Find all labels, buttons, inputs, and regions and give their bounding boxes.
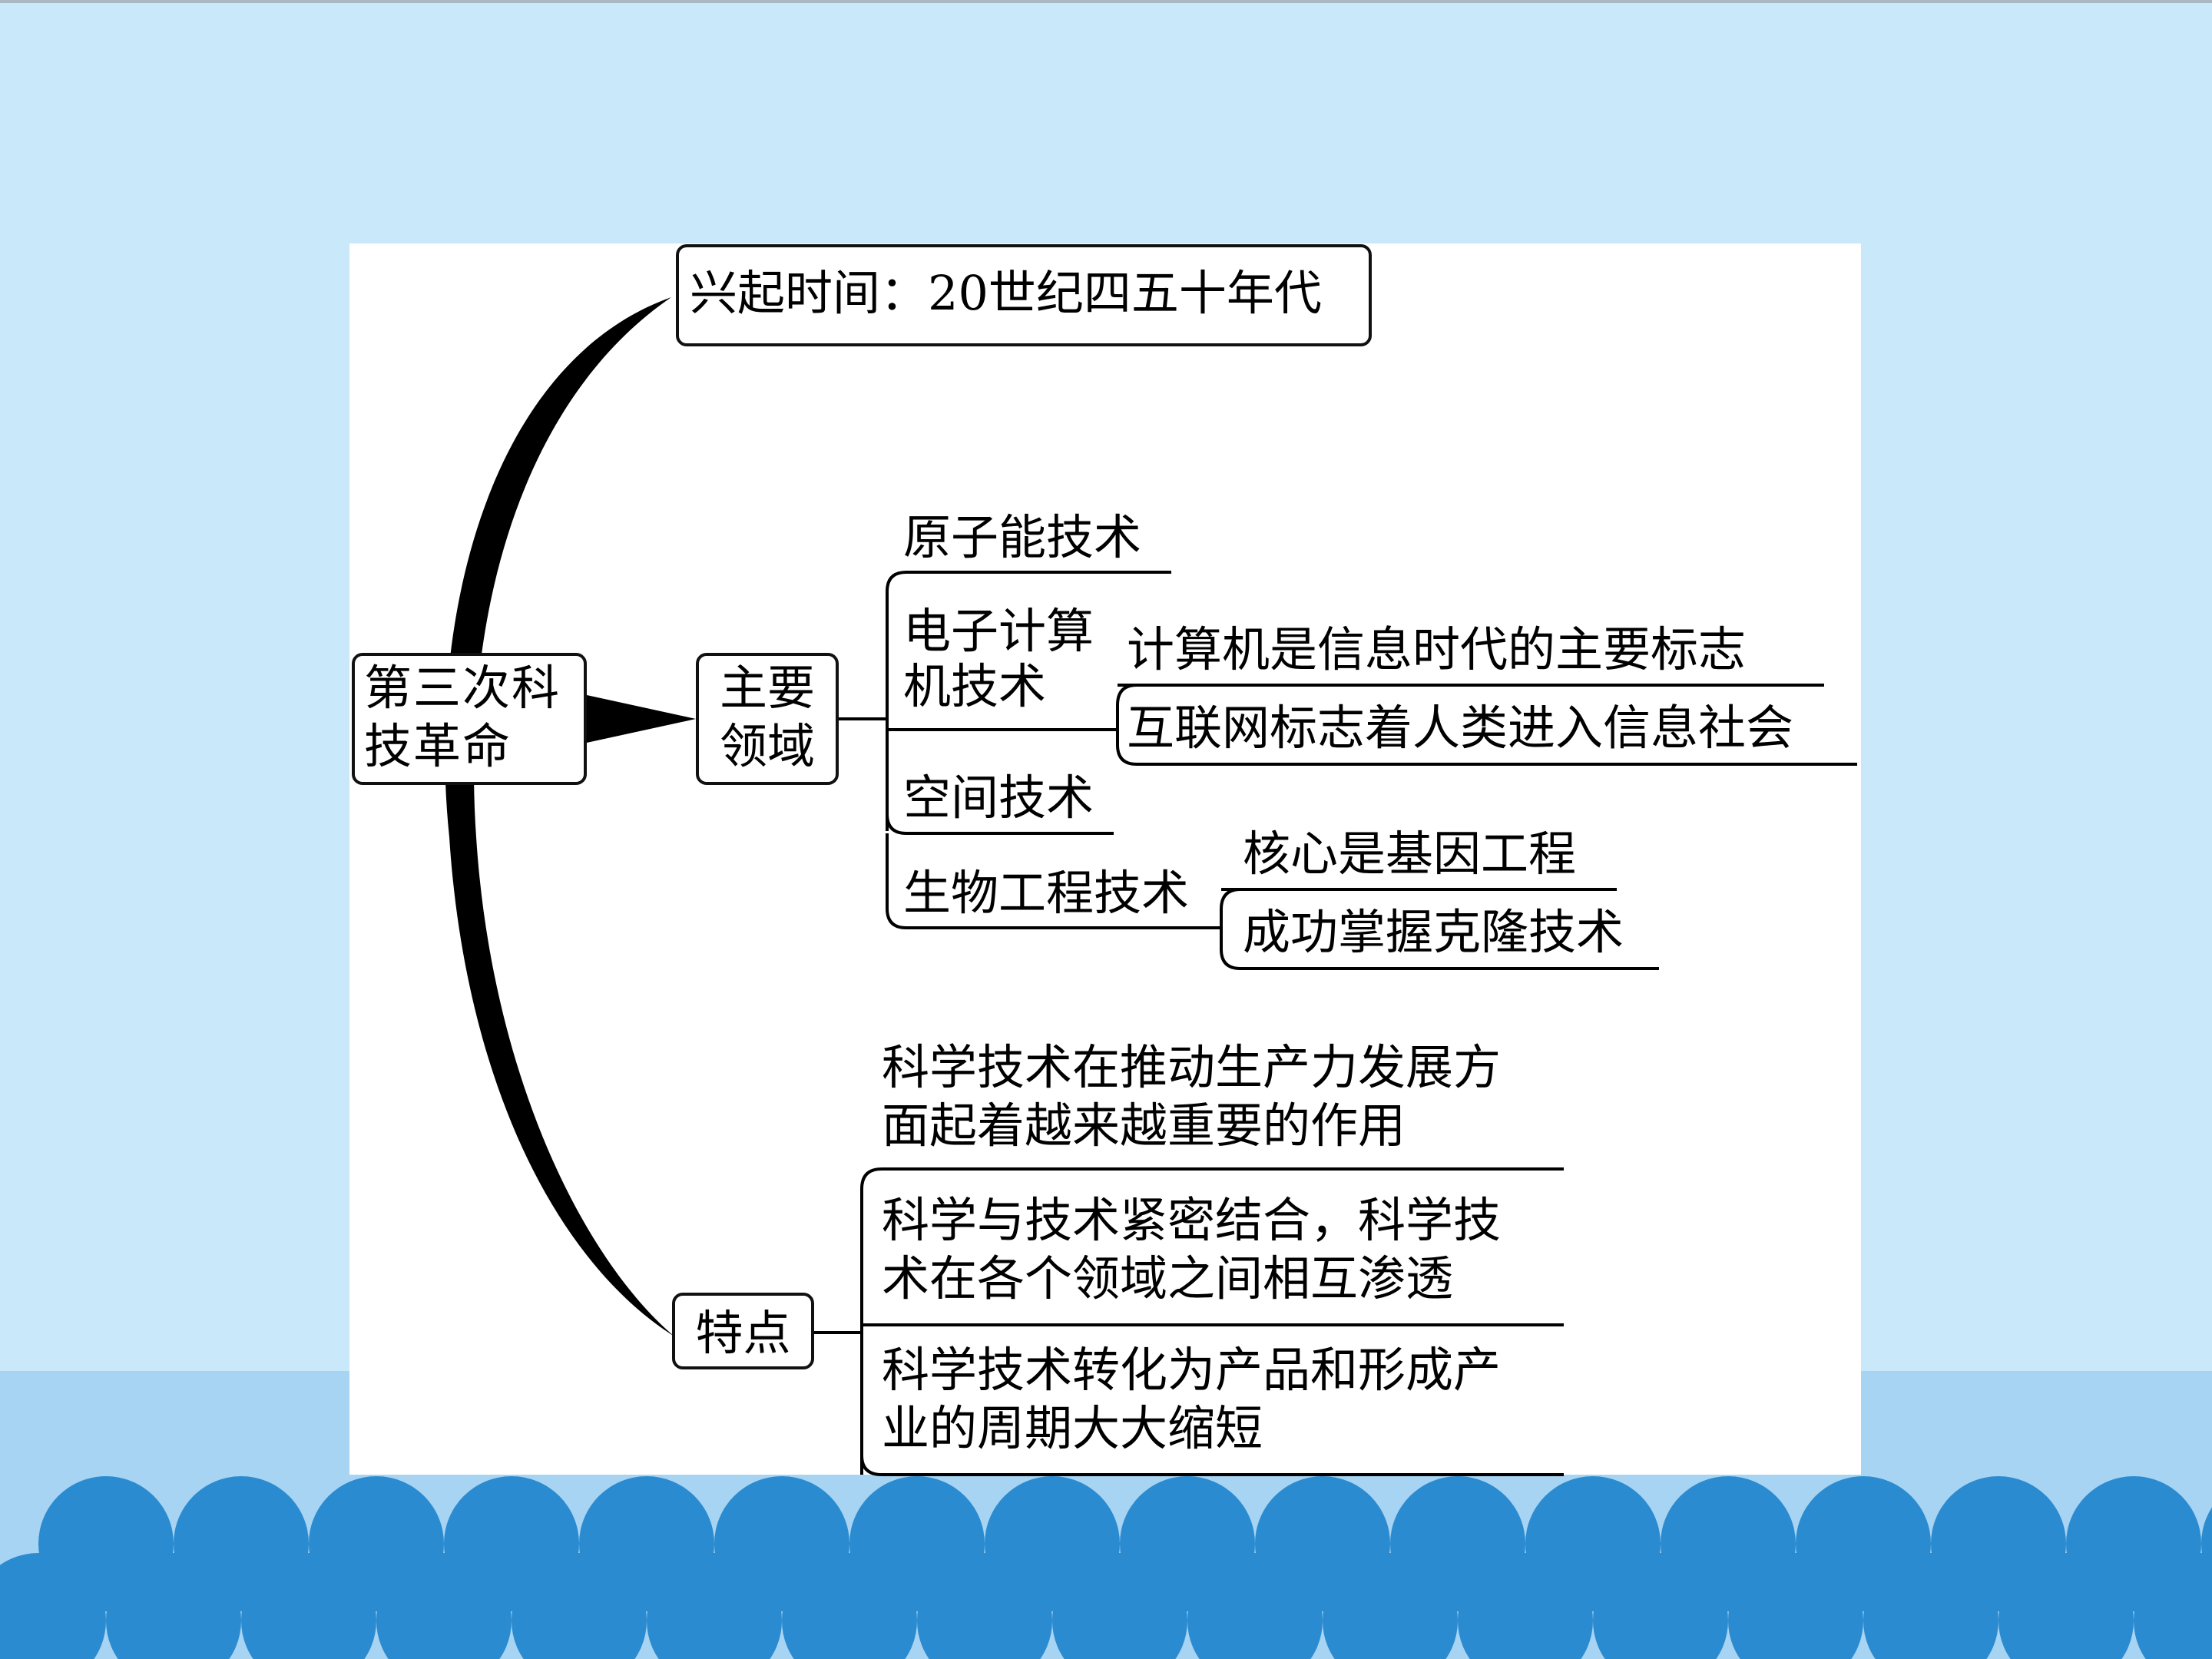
bio-sub-bracket — [1220, 888, 1659, 970]
computer-sub-2: 互联网标志着人类进入信息社会 — [1127, 700, 1794, 756]
area-bio: 生物工程技术 — [903, 865, 1190, 921]
feature-item-1: 科学技术在推动生产力发展方面起着越来越重要的作用 — [882, 1039, 1502, 1154]
area-computer-line-1: 电子计算 — [903, 603, 1094, 659]
area-computer-line-2: 机技术 — [903, 658, 1047, 714]
bio-bracket — [886, 833, 1221, 929]
feature-item-3: 科学技术转化为产品和形成产业的周期大大缩短 — [882, 1342, 1502, 1456]
center-line-1: 第三次科 — [364, 660, 561, 716]
areas-line-1: 主要 — [719, 660, 815, 716]
space-bracket — [886, 730, 1114, 835]
areas-bracket — [886, 571, 1171, 831]
wedge-connector — [587, 695, 696, 743]
features-bracket — [860, 1167, 1564, 1475]
bio-sub-1: 核心是基因工程 — [1243, 826, 1577, 882]
scallop-decoration — [0, 1476, 2212, 1659]
top-border — [0, 0, 2212, 3]
features-node: 特点 — [672, 1293, 814, 1369]
area-atomic: 原子能技术 — [903, 509, 1142, 565]
features-bottom-line — [860, 1455, 1564, 1476]
scallop-row-front — [0, 1553, 2212, 1659]
computer-sub-1: 计算机是信息时代的主要标志 — [1127, 621, 1747, 677]
area-computer: 电子计算 机技术 — [903, 604, 1094, 714]
computer-sub-bracket — [1116, 684, 1857, 766]
time-node: 兴起时间：20世纪四五十年代 — [676, 244, 1372, 346]
areas-line-2: 领域 — [719, 718, 815, 774]
feature-item-2: 科学与技术紧密结合，科学技术在各个领域之间相互渗透 — [882, 1192, 1502, 1306]
center-node: 第三次科 技革命 — [352, 653, 587, 785]
areas-node: 主要 领域 — [696, 653, 839, 785]
bio-sub-2: 成功掌握克隆技术 — [1243, 904, 1624, 960]
main-arc — [445, 297, 674, 1336]
area-space: 空间技术 — [903, 770, 1094, 826]
center-line-2: 技革命 — [364, 718, 512, 774]
